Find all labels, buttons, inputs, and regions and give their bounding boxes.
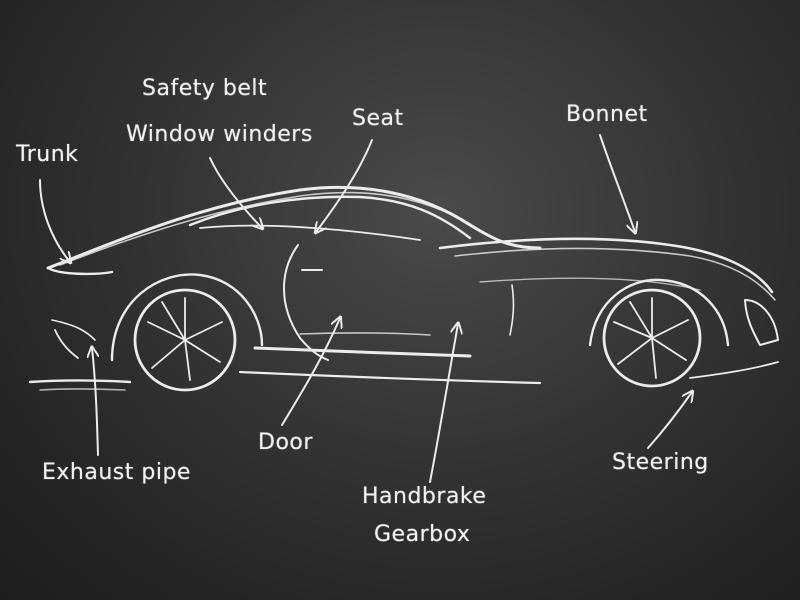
- label-window-winders: Window winders: [126, 122, 313, 147]
- label-handbrake: Handbrake: [362, 484, 487, 509]
- label-seat: Seat: [352, 106, 404, 131]
- label-steering: Steering: [612, 450, 709, 475]
- label-gearbox: Gearbox: [374, 522, 471, 547]
- label-safety-belt: Safety belt: [142, 76, 268, 101]
- pointer-arrows: [39, 134, 692, 483]
- front-wheel: [588, 278, 730, 388]
- label-bonnet: Bonnet: [566, 102, 648, 127]
- label-exhaust-pipe: Exhaust pipe: [42, 460, 191, 485]
- label-door: Door: [258, 430, 313, 455]
- car-body-outline: [28, 185, 779, 391]
- label-trunk: Trunk: [16, 142, 79, 167]
- rear-wheel: [110, 273, 264, 392]
